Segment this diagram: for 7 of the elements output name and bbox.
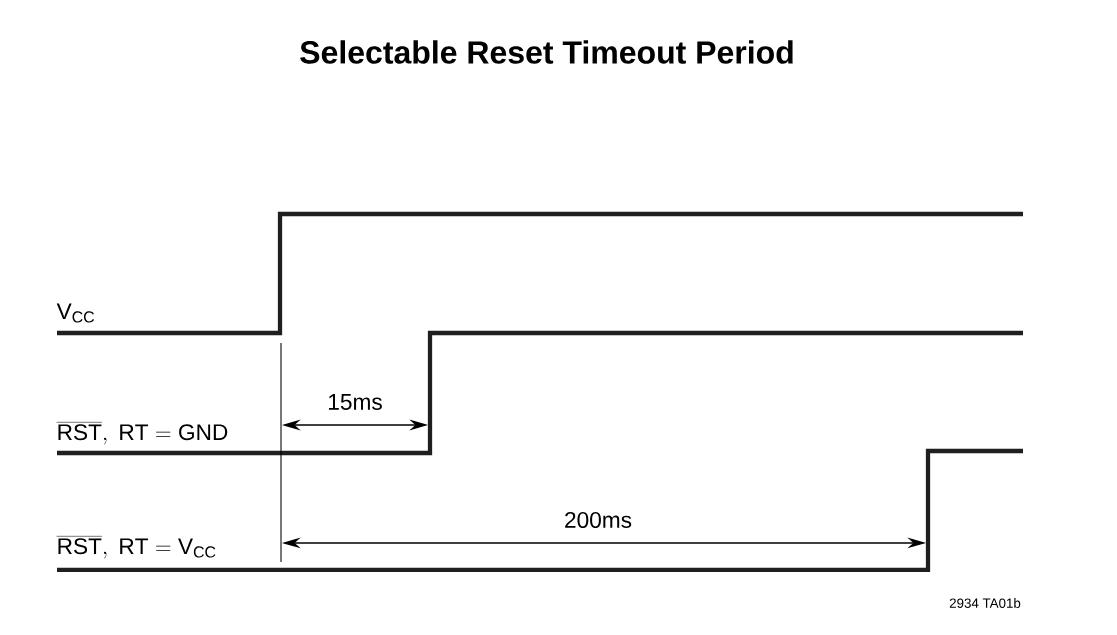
signal-label: $\overline{\mathrm{RST}},\ \mathrm{RT} = \mathrm{V_{CC}}$: [56, 536, 216, 559]
title: Selectable Reset Timeout Period: [300, 40, 793, 64]
figure-code: 2934 TA01b: [949, 598, 1021, 608]
signal-label: $\overline{\mathrm{RST}},\ \mathrm{RT} = \mathrm{GND}$: [56, 422, 228, 445]
dimension-label: 200ms: [565, 511, 632, 529]
dimension-label: 15ms: [329, 394, 382, 410]
signal-label: V$_{CC}$: [56, 303, 95, 323]
